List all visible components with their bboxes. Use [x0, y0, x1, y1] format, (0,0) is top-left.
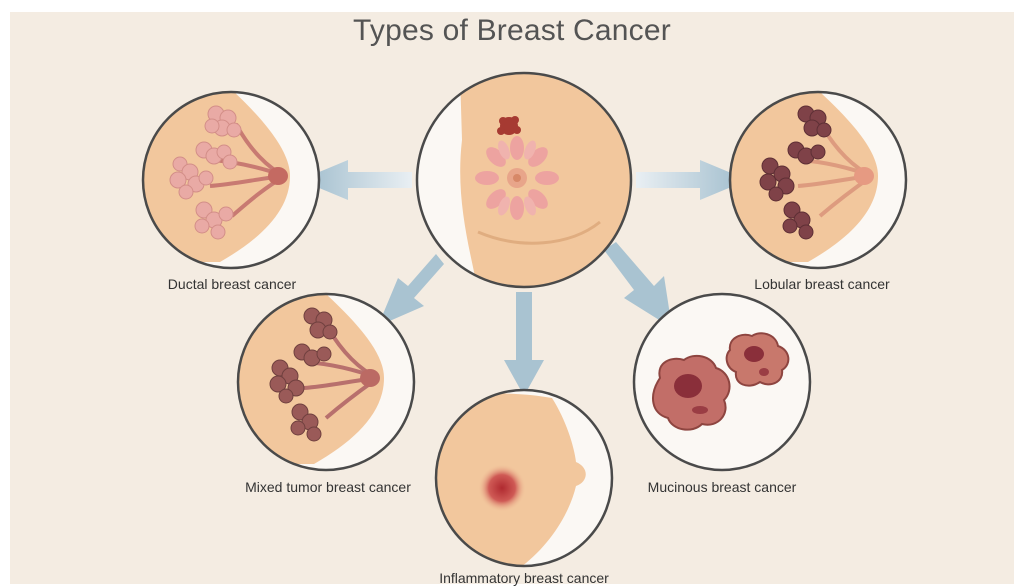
center-breast-illustration — [417, 65, 640, 300]
label-mixed: Mixed tumor breast cancer — [218, 479, 438, 495]
arrow-to-inflammatory — [504, 292, 544, 396]
label-ductal: Ductal breast cancer — [132, 276, 332, 292]
tumor-icon — [497, 116, 521, 135]
lobular-circle — [720, 92, 906, 268]
arrow-to-mixed — [378, 254, 444, 326]
mixed-circle — [226, 294, 414, 470]
ductal-circle — [130, 90, 319, 268]
inflammatory-circle — [430, 390, 612, 580]
label-mucinous: Mucinous breast cancer — [622, 479, 822, 495]
arrow-to-mucinous — [604, 242, 672, 328]
label-lobular: Lobular breast cancer — [722, 276, 922, 292]
mucinous-circle — [634, 294, 810, 470]
